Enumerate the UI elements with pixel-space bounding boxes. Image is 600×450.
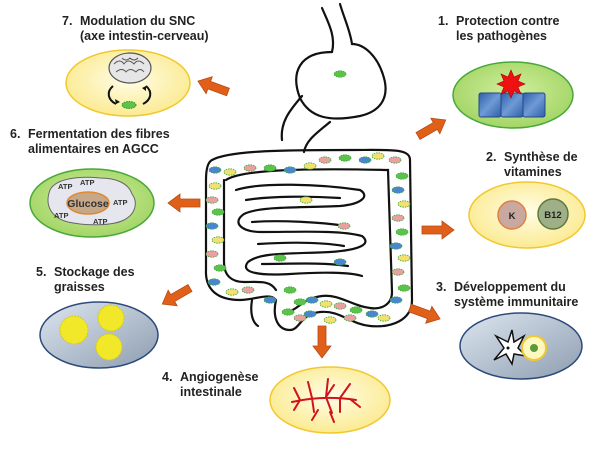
bacterium	[283, 286, 297, 294]
bacterium	[207, 278, 221, 286]
glucose-molecule	[66, 191, 110, 215]
bacterium	[273, 254, 287, 262]
bacterium	[371, 152, 385, 160]
bacterium	[299, 196, 313, 204]
icon-immune-cells	[459, 312, 583, 380]
label-function-6: 6.Fermentation des fibres alimentaires e…	[10, 127, 170, 156]
bacterium	[397, 254, 411, 262]
label-function-1: 1.Protection contre les pathogènes	[438, 14, 560, 43]
bacterium	[223, 168, 237, 176]
bacterium	[337, 222, 351, 230]
brain-icon	[108, 52, 152, 84]
icon-vitamins: K B12	[468, 181, 586, 249]
bacterium	[293, 298, 307, 306]
bacterium	[303, 310, 317, 318]
atp-label: ATP	[80, 178, 94, 187]
bacterium	[211, 208, 225, 216]
bacterium	[243, 164, 257, 172]
fat-cell	[59, 315, 89, 345]
bacterium	[358, 156, 372, 164]
bacterium	[323, 316, 337, 324]
bacterium	[343, 314, 357, 322]
atp-label: ATP	[54, 211, 68, 220]
bacterium	[211, 236, 225, 244]
stomach	[295, 42, 387, 120]
svg-text:B12: B12	[544, 210, 561, 221]
label-function-7: 7.Modulation du SNC (axe intestin-cervea…	[62, 14, 209, 43]
bacterium	[263, 296, 277, 304]
bacterium	[333, 70, 347, 78]
bacterium-icon	[121, 101, 137, 109]
icon-brain-gut-axis	[65, 49, 191, 117]
bacterium	[391, 268, 405, 276]
arrow-to-function-1	[415, 117, 447, 141]
cycle-arrow-left	[107, 85, 117, 105]
icon-pathogen-barrier	[452, 61, 574, 129]
epithelial-cells	[478, 92, 546, 118]
bacterium	[208, 182, 222, 190]
bacterium	[318, 156, 332, 164]
icon-fermentation: Glucose ATP ATP ATP ATP ATP	[29, 168, 155, 238]
atp-label: ATP	[93, 217, 107, 226]
bacterium	[397, 284, 411, 292]
bacterium	[333, 258, 347, 266]
esophagus	[320, 6, 335, 54]
bacterium	[395, 228, 409, 236]
arrow-to-function-6	[167, 193, 201, 213]
pathogen-star-icon	[496, 69, 526, 99]
gut-bacteria	[205, 70, 411, 324]
bacterium	[283, 166, 297, 174]
bacterium	[205, 222, 219, 230]
arrow-to-function-3	[408, 303, 441, 324]
bacterium	[225, 288, 239, 296]
fat-cell	[97, 304, 125, 332]
arrows	[161, 76, 455, 359]
bacterium	[397, 200, 411, 208]
bacterium	[389, 242, 403, 250]
icon-fat-cells	[39, 301, 159, 369]
bacterium	[213, 264, 227, 272]
arrow-to-function-7	[197, 76, 230, 97]
icon-blood-vessels	[269, 366, 391, 434]
label-function-2: 2.Synthèse de vitamines	[486, 150, 578, 179]
bacterium	[281, 308, 295, 316]
arrow-to-function-2	[421, 220, 455, 240]
label-function-5: 5.Stockage des graisses	[36, 265, 135, 294]
atp-label: ATP	[58, 182, 72, 191]
dendritic-cell	[493, 329, 529, 367]
small-intestine	[234, 183, 367, 278]
arrow-to-function-4	[312, 325, 332, 359]
vitamin-b12	[537, 198, 569, 230]
bacterium	[205, 196, 219, 204]
bacterium	[205, 250, 219, 258]
bacterium	[333, 302, 347, 310]
bacterium	[349, 306, 363, 314]
bacterium	[395, 172, 409, 180]
bacterium	[391, 214, 405, 222]
bacterium	[208, 166, 222, 174]
bacterium	[293, 314, 307, 322]
bacterium	[319, 300, 333, 308]
label-function-4: 4.Angiogenèse intestinale	[162, 370, 259, 399]
glucose-label: Glucose	[67, 198, 109, 210]
bacterium	[389, 296, 403, 304]
bacterium	[377, 314, 391, 322]
vitamin-k	[497, 200, 527, 230]
svg-text:K: K	[509, 211, 516, 222]
bacterium	[365, 310, 379, 318]
label-function-3: 3.Développement du système immunitaire	[436, 280, 579, 309]
bacterium	[303, 162, 317, 170]
arrow-to-function-5	[161, 283, 193, 307]
bacterium	[388, 156, 402, 164]
bacterium	[391, 186, 405, 194]
bacterium	[338, 154, 352, 162]
fat-cell	[95, 333, 123, 361]
cycle-arrow-right	[142, 85, 152, 105]
bacterium	[263, 164, 277, 172]
atp-label: ATP	[113, 198, 127, 207]
bacterium	[305, 296, 319, 304]
bacterium	[241, 286, 255, 294]
